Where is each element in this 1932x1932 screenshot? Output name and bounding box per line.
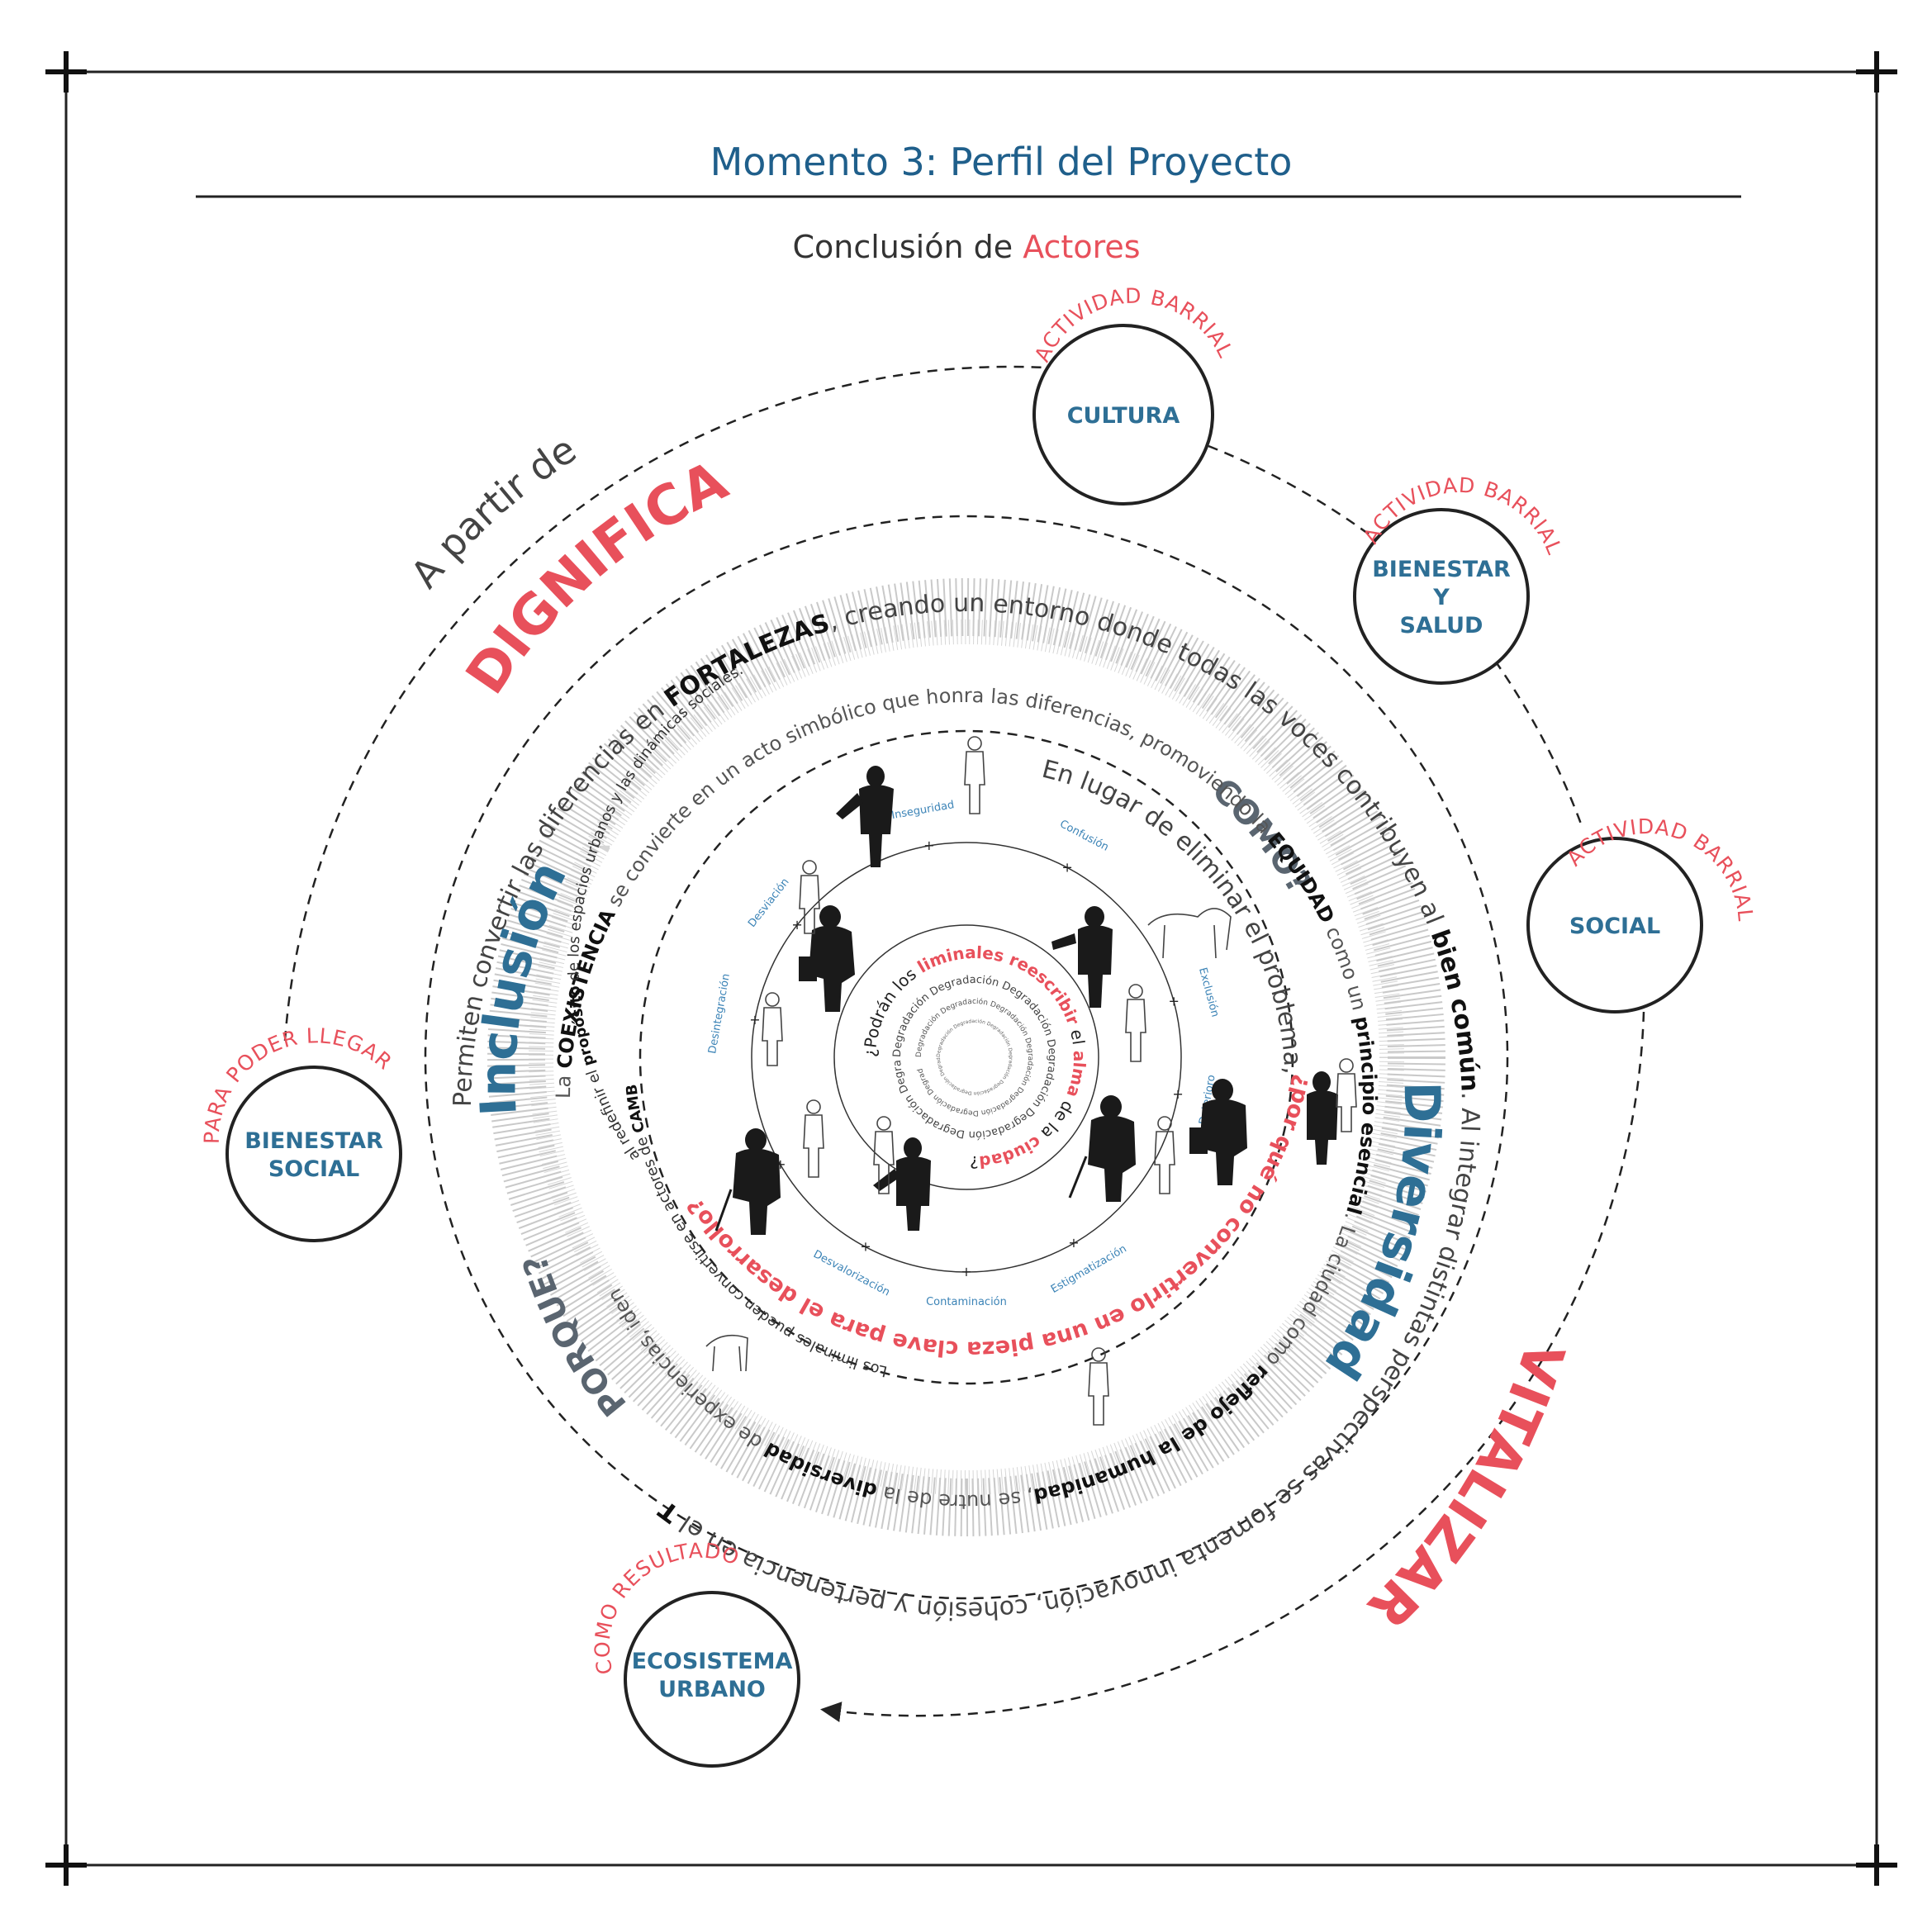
silhouette-1 [836,766,894,867]
ring-1 [424,515,1509,1600]
node-bienestar-social-circle [225,1066,402,1242]
page-frame [64,58,1878,1879]
node-bienestar-salud[interactable]: BIENESTAR Y SALUD ACTIVIDAD BARRIAL [1353,473,1567,685]
node-bienestar-social-line1: BIENESTAR [244,1128,383,1154]
center-q4: alma [1063,1051,1090,1100]
node-bienestar-salud-line3: SALUD [1400,613,1483,638]
outer-orbit [283,365,1046,1042]
outline-horse-2 [705,1334,748,1372]
tick-plus: + [1172,1086,1183,1102]
silhouette-7 [714,1128,781,1235]
tick-plus: + [961,1264,971,1279]
node-bienestar-social-line2: SOCIAL [268,1156,359,1182]
tick-label: Contaminación [926,1296,1007,1308]
tick-label: Desvalorización [811,1248,892,1298]
tick-plus: + [860,1239,871,1255]
node-bienestar-salud-line2: Y [1432,585,1450,610]
node-bienestar-social[interactable]: BIENESTAR SOCIAL PARA PODER LLEGAR [200,1023,402,1242]
tick-label: Desviación [746,876,792,930]
node-bienestar-salud-circle [1353,508,1530,685]
ring2-p1: La [552,1068,576,1099]
tick-plus: + [1061,859,1072,875]
dignificar-label: DIGNIFICAR [0,0,737,705]
node-cultura[interactable]: CULTURA ACTIVIDAD BARRIAL [1030,284,1238,506]
ring2-p5: como un [1318,917,1372,1018]
page-subtitle: Conclusión de Actores [792,229,1140,265]
node-social[interactable]: SOCIAL ACTIVIDAD BARRIAL [1526,814,1758,1013]
tick-label: Exclusión [1196,966,1221,1018]
tick-plus: + [1068,1235,1079,1251]
node-ecosistema-line1: ECOSISTEMA [632,1649,793,1674]
node-ecosistema-line2: URBANO [658,1677,766,1702]
silhouette-2 [799,905,855,1012]
tick-label: Desintegración [706,973,733,1055]
silhouette-5 [1307,1071,1338,1165]
center-q7: ? [970,1152,979,1172]
ring-4 [751,842,1182,1273]
tick-label: Inseguridad [890,799,955,822]
ring-5 [833,924,1099,1190]
tick-plus: + [791,917,802,933]
center-q5: de la [1033,1093,1081,1147]
outline-figure-7 [762,992,783,1066]
node-bienestar-salud-line1: BIENESTAR [1372,557,1511,582]
outline-figure-8 [1336,1058,1357,1132]
node-cultura-circle [1032,324,1214,506]
outline-figure-9 [799,860,820,934]
outline-figure-6 [1088,1347,1109,1426]
tick-plus: + [923,838,934,853]
ring-3 [638,729,1294,1385]
tick-label: Confusión [1057,818,1110,854]
center-spiral-3: Degradación Degradación Degradación Degr… [936,1018,1013,1096]
outline-figure-1 [964,736,985,814]
node-social-label: SOCIAL [1569,914,1660,939]
outline-figure-2 [1125,984,1146,1062]
silhouette-4 [1189,1079,1247,1185]
outline-figures [705,736,1357,1426]
crop-marks [45,51,1897,1886]
tick-plus: + [749,1012,760,1028]
outline-horses [1147,908,1232,959]
tick-marks: +Inseguridad+Confusión+Exclusión+Deterio… [706,799,1221,1308]
stipple-band-inner [529,619,1404,1495]
silhouette-6 [1068,1095,1136,1202]
outline-figure-3 [1154,1116,1175,1194]
outline-figure-5 [873,1116,895,1194]
node-cultura-label: CULTURA [1067,403,1180,429]
outer-orbit-right [824,444,1645,1716]
center-spiral-2: Degradación Degradación Degradación Degr… [915,997,1034,1117]
silhouettes [714,766,1338,1235]
page-title: Momento 3: Perfil del Proyecto [710,140,1293,184]
node-social-circle [1526,837,1703,1013]
tick-plus: + [1168,994,1179,1009]
subtitle-prefix: Conclusión de [792,229,1023,265]
outline-figure-4 [803,1099,824,1178]
node-ecosistema-circle [624,1591,800,1768]
ring3-text: al redefinir el propósito de los espacio… [565,661,746,1164]
subtitle-accent: Actores [1023,229,1140,265]
silhouette-3 [1051,906,1113,1008]
stipple-band [487,578,1445,1536]
ring2-p6: principio esencial [1341,1014,1381,1218]
silhouette-8 [873,1137,931,1231]
